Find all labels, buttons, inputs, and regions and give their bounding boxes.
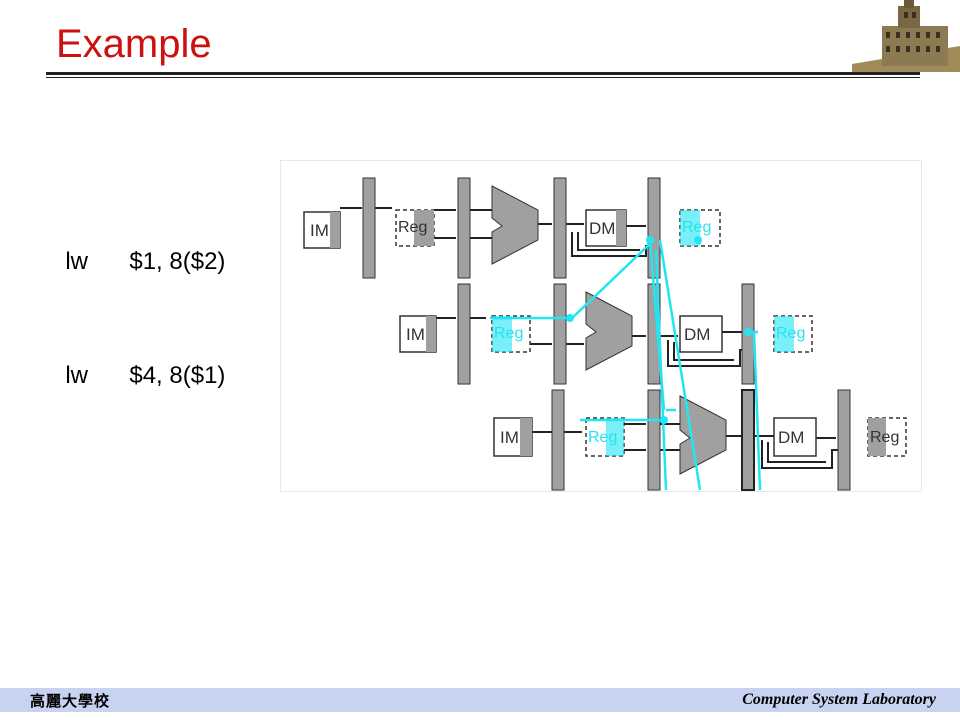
instruction-opcode: lw xyxy=(65,248,89,275)
title-rule xyxy=(46,72,920,75)
instruction-operands: $4, 8($1) xyxy=(129,362,226,389)
pipeline-register xyxy=(553,177,567,279)
im-label: IM xyxy=(500,428,519,447)
forwarding-paths xyxy=(490,238,762,491)
alu-shape xyxy=(585,291,633,371)
footer-bar: 高麗大學校 Computer System Laboratory xyxy=(0,688,960,712)
instruction-opcode: lw xyxy=(65,362,89,389)
slide-title: Example xyxy=(56,22,212,66)
dm-box xyxy=(773,417,817,457)
pipeline-register xyxy=(362,177,376,279)
im-label: IM xyxy=(310,221,329,240)
forwarding-dots xyxy=(566,236,752,424)
instruction-operands: $1, 8($2) xyxy=(129,248,226,275)
reg-label: Reg xyxy=(870,429,899,446)
pipeline-row-1: IM Reg DM Reg xyxy=(303,177,721,279)
pipeline-row-3: IM Reg DM Reg xyxy=(493,389,907,491)
reg-label: Reg xyxy=(494,325,523,342)
university-building-logo xyxy=(852,0,960,72)
instruction-row-1: lw $1, 8($2) xyxy=(52,220,225,276)
im-label: IM xyxy=(406,325,425,344)
title-rule-thin xyxy=(46,77,920,78)
diagram-border xyxy=(280,160,922,492)
alu-shape xyxy=(491,185,539,265)
pipeline-register xyxy=(741,389,755,491)
pipeline-register xyxy=(457,177,471,279)
pipeline-register xyxy=(457,283,471,385)
dm-box xyxy=(679,315,723,353)
pipeline-register xyxy=(837,389,851,491)
pipeline-register xyxy=(647,177,661,279)
reg-label: Reg xyxy=(776,325,805,342)
dm-label: DM xyxy=(778,428,804,447)
dm-label: DM xyxy=(684,325,710,344)
alu-shape xyxy=(679,395,727,475)
footer-lab-name: Computer System Laboratory xyxy=(742,691,936,708)
pipeline-register xyxy=(647,389,661,491)
pipeline-row-2: IM Reg DM Reg xyxy=(399,283,813,385)
pipeline-register xyxy=(551,389,565,491)
instruction-row-2: lw $4, 8($1) xyxy=(52,334,225,390)
footer-university-name: 高麗大學校 xyxy=(30,692,111,710)
reg-label: Reg xyxy=(682,219,711,236)
reg-label: Reg xyxy=(398,219,427,236)
pipeline-diagram: IM Reg DM Reg IM Reg xyxy=(280,160,922,492)
pipeline-register xyxy=(553,283,567,385)
dm-label: DM xyxy=(589,219,615,238)
reg-label: Reg xyxy=(588,429,617,446)
